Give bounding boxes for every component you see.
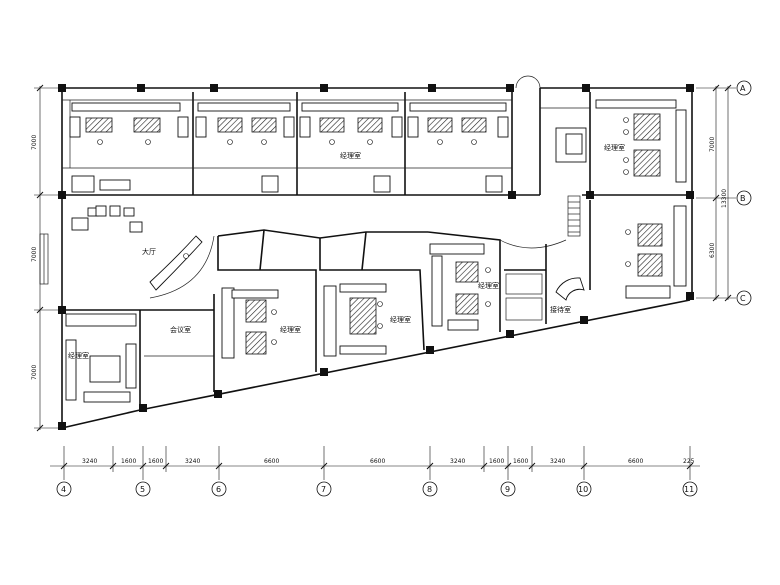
dim-h-3: 1600 [148, 458, 163, 465]
dim-h-5: 6600 [264, 458, 279, 465]
dim-v-right-3: 13300 [721, 189, 728, 208]
room-label-lower-office-1: 经理室 [280, 325, 301, 334]
dim-h-4: 3240 [185, 458, 200, 465]
room-label-lower-office-2: 经理室 [390, 315, 411, 324]
dim-h-7: 3240 [450, 458, 465, 465]
room-label-office-2: 经理室 [340, 151, 361, 160]
axis-8: 8 [427, 485, 432, 494]
left-lower-block: 经理室 会议室 [62, 294, 215, 404]
dimension-lines: 3240 1600 1600 3240 6600 6600 3240 1600 … [31, 84, 736, 480]
axis-11: 11 [684, 485, 694, 494]
dim-v-left-1: 7000 [31, 135, 38, 150]
axis-4: 4 [61, 485, 66, 494]
axis-9: 9 [505, 485, 510, 494]
dim-v-left-3: 7000 [31, 365, 38, 380]
dim-v-left-2: 7000 [31, 247, 38, 262]
axis-bubbles: 4 5 6 7 8 9 10 11 A B C [56, 80, 752, 497]
dim-v-right-2: 6300 [709, 243, 716, 258]
outer-walls [61, 87, 693, 429]
dim-h-10: 3240 [550, 458, 565, 465]
dim-h-1: 3240 [82, 458, 97, 465]
room-label-reception: 接待室 [550, 305, 571, 314]
dim-h-2: 1600 [121, 458, 136, 465]
axis-C: C [740, 294, 746, 303]
axis-A: A [740, 84, 746, 93]
dim-h-12: 225 [683, 458, 695, 465]
right-lower-office: 接待室 [550, 200, 687, 314]
axis-10: 10 [578, 485, 588, 494]
right-upper-office: 经理室 [515, 75, 687, 237]
room-label-hall: 大厅 [142, 247, 156, 256]
dim-h-8: 1600 [489, 458, 504, 465]
hall: 大厅 [39, 205, 215, 299]
room-label-office-6: 经理室 [604, 143, 625, 152]
columns [58, 84, 694, 430]
dim-h-6: 6600 [370, 458, 385, 465]
dim-h-9: 1600 [513, 458, 528, 465]
room-label-office-left: 经理室 [68, 351, 89, 360]
axis-7: 7 [321, 485, 326, 494]
dim-h-11: 6600 [628, 458, 643, 465]
axis-5: 5 [140, 485, 145, 494]
room-label-meeting: 会议室 [170, 325, 191, 334]
dim-v-right-1: 7000 [709, 137, 716, 152]
axis-6: 6 [216, 485, 221, 494]
lower-offices: 经理室 经理室 经理室 [217, 229, 567, 372]
room-label-lower-office-3: 经理室 [478, 281, 499, 290]
axis-B: B [740, 194, 746, 203]
upper-offices: 经理室 [62, 92, 512, 195]
